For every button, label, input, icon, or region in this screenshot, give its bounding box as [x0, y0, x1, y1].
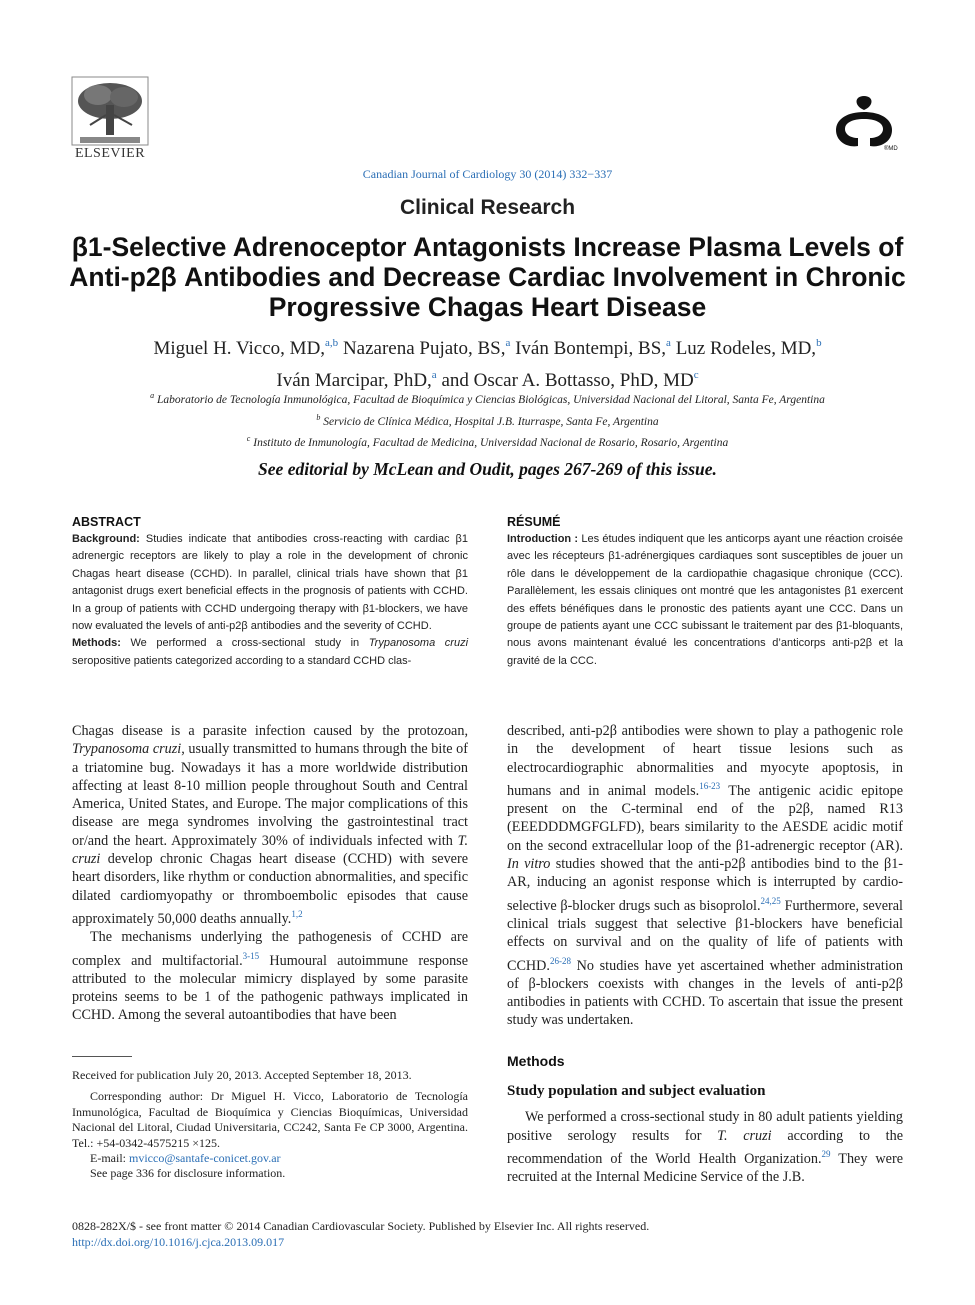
author-name: and Oscar A. Bottasso, PhD, MD	[441, 370, 694, 391]
footnote-divider	[72, 1056, 132, 1057]
citation-ref[interactable]: 3-15	[242, 950, 260, 961]
editorial-note: See editorial by McLean and Oudit, pages…	[258, 459, 717, 479]
body-left-column: Chagas disease is a parasite infection c…	[72, 722, 468, 1025]
affiliation-c: c Instituto de Inmunología, Facultad de …	[246, 434, 729, 449]
intro-label: Introduction :	[507, 533, 579, 545]
resume: RÉSUMÉ Introduction : Les études indique…	[507, 515, 903, 670]
affiliation-ref[interactable]: a	[431, 369, 437, 381]
email-link[interactable]: mvicco@santafe-conicet.gov.ar	[129, 1151, 281, 1166]
author-name: Nazarena Pujato, BS,	[342, 338, 506, 359]
author-name: Iván Bontempi, BS,	[515, 338, 667, 359]
resume-body: Introduction : Les études indiquent que …	[507, 531, 903, 670]
author-name: Miguel H. Vicco, MD,	[153, 338, 326, 359]
copyright-line: 0828-282X/$ - see front matter © 2014 Ca…	[72, 1219, 650, 1233]
doi-link[interactable]: http://dx.doi.org/10.1016/j.cjca.2013.09…	[72, 1235, 285, 1249]
paragraph: described, anti-p2β antibodies were show…	[507, 723, 904, 1029]
author-name: Luz Rodeles, MD,	[675, 338, 817, 359]
copyright-block: 0828-282X/$ - see front matter © 2014 Ca…	[72, 1218, 912, 1250]
paragraph: Chagas disease is a parasite infection c…	[72, 723, 468, 927]
resume-heading: RÉSUMÉ	[507, 515, 561, 529]
corresponding-author: Corresponding author: Dr Miguel H. Vicco…	[72, 1089, 468, 1150]
abstract-body: Background: Studies indicate that antibo…	[72, 533, 469, 667]
journal-citation[interactable]: Canadian Journal of Cardiology 30 (2014)…	[362, 167, 613, 181]
affiliation-ref[interactable]: a,b	[325, 337, 339, 349]
society-logo: ®MD	[828, 92, 900, 152]
email-line: E-mail: mvicco@santafe-conicet.gov.ar	[90, 1151, 281, 1166]
citation-ref[interactable]: 24,25	[760, 895, 781, 906]
abstract-heading: ABSTRACT	[72, 515, 141, 529]
methods-label: Methods:	[72, 637, 121, 650]
affiliation-ref[interactable]: a	[505, 337, 511, 349]
author-list: Miguel H. Vicco, MD,a,b Nazarena Pujato,…	[60, 330, 915, 394]
background-label: Background:	[72, 533, 140, 545]
body-right-column: described, anti-p2β antibodies were show…	[507, 722, 903, 1187]
citation-ref[interactable]: 16-23	[699, 780, 721, 791]
citation-ref[interactable]: 26-28	[549, 955, 571, 966]
abstract: ABSTRACT Background: Studies indicate th…	[72, 515, 468, 670]
intro-text: Les études indiquent que les anticorps a…	[507, 533, 903, 667]
background-text: Studies indicate that antibodies cross-r…	[72, 533, 468, 633]
received-date: Received for publication July 20, 2013. …	[72, 1068, 412, 1082]
section-label: Clinical Research	[399, 196, 576, 219]
svg-text:®MD: ®MD	[884, 145, 898, 152]
footnotes: Received for publication July 20, 2013. …	[72, 1068, 468, 1182]
affiliation-b: b Servicio de Clínica Médica, Hospital J…	[316, 413, 659, 428]
elsevier-logo: ELSEVIER	[70, 75, 150, 163]
subsection-heading: Study population and subject evaluation	[507, 1083, 766, 1100]
article-title: β1-Selective Adrenoceptor Antagonists In…	[69, 232, 906, 322]
citation-ref[interactable]: 1,2	[291, 908, 303, 919]
publisher-name: ELSEVIER	[74, 146, 146, 161]
affiliation-ref[interactable]: a	[666, 337, 671, 349]
disclosure: See page 336 for disclosure information.	[90, 1166, 286, 1181]
citation-ref[interactable]: 29	[821, 1148, 831, 1159]
affiliation-ref[interactable]: b	[816, 337, 822, 349]
affiliation-ref[interactable]: c	[693, 369, 699, 381]
paragraph: We performed a cross-sectional study in …	[507, 1109, 903, 1186]
affiliation-a: a Laboratorio de Tecnología Inmunológica…	[150, 391, 825, 406]
methods-heading: Methods	[507, 1052, 565, 1069]
author-name: Iván Marcipar, PhD,	[276, 370, 432, 391]
paragraph: The mechanisms underlying the pathogenes…	[72, 929, 469, 1024]
